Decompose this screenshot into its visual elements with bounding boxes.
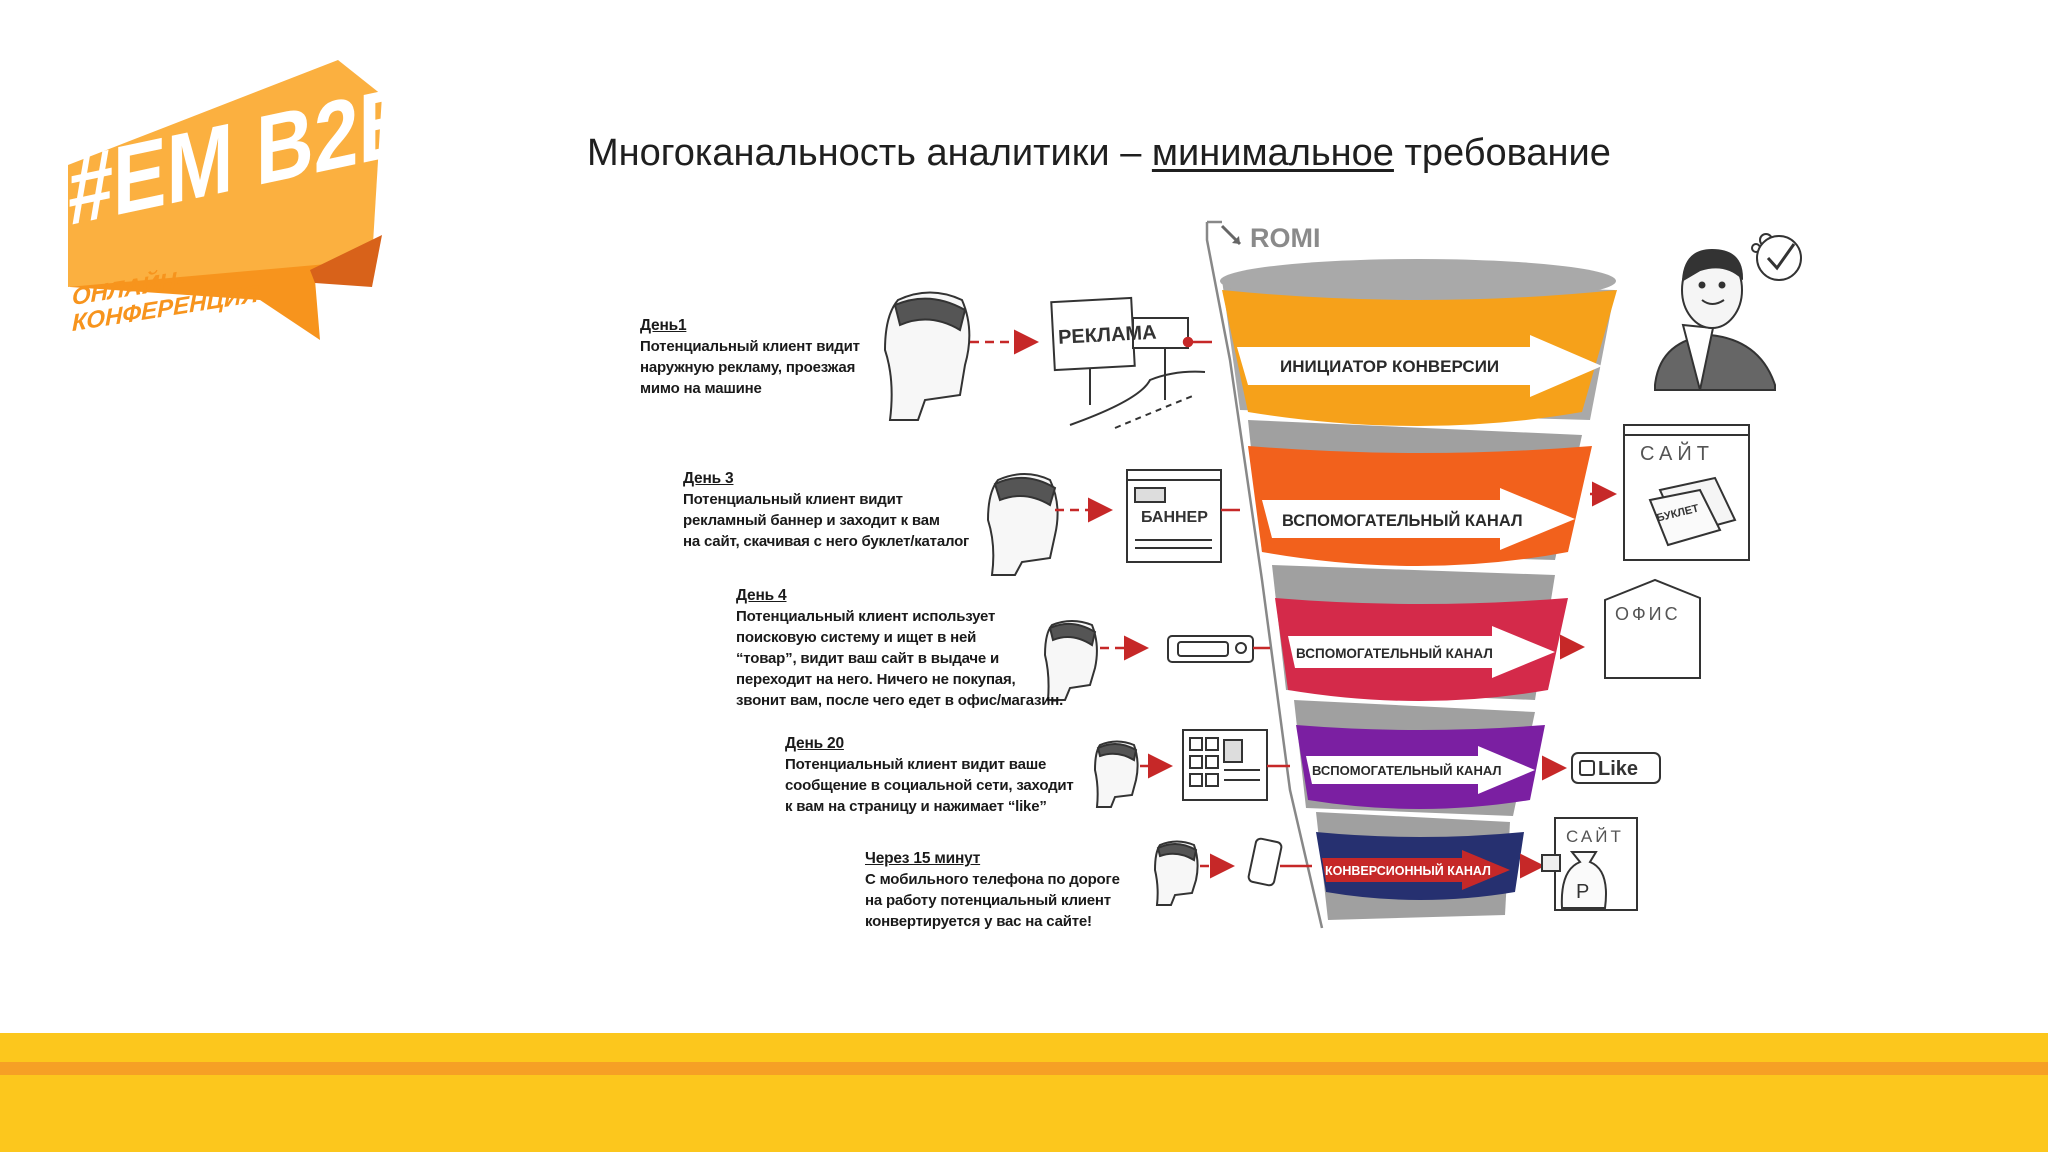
step-15min-title: Через 15 минут xyxy=(865,850,981,867)
banner-sketch: БАННЕР xyxy=(1126,469,1222,563)
funnel-layer-5-arrow xyxy=(1322,850,1510,890)
businessman-sketch xyxy=(1654,233,1802,391)
customer-sketches xyxy=(883,291,1199,906)
slide-title: Многоканальность аналитики – минимальное… xyxy=(587,132,1611,175)
funnel-layer-1-arrow xyxy=(1237,335,1602,397)
connector-dot-1 xyxy=(1182,336,1194,348)
ruble-text: Р xyxy=(1576,881,1589,903)
step-day3-title: День 3 xyxy=(683,470,734,487)
banner-text: БАННЕР xyxy=(1141,509,1208,526)
result-sketches: САЙТ БУКЛЕТ ОФИС Like САЙТ Р xyxy=(1541,233,1802,911)
step-day20-title: День 20 xyxy=(785,735,844,752)
funnel-layer-1-label: ИНИЦИАТОР КОНВЕРСИИ xyxy=(1280,357,1499,376)
social-sketch xyxy=(1182,729,1268,801)
customer-head-5 xyxy=(1153,840,1199,906)
em-b2b-logo: #EM B2B ОНЛАЙН- КОНФЕРЕНЦИЯ xyxy=(68,60,416,340)
step-15min-text: С мобильного телефона по дороге на работ… xyxy=(865,871,1120,930)
billboard-sketch: РЕКЛАМА xyxy=(1050,296,1206,429)
funnel-layer-4-arrow xyxy=(1306,746,1535,794)
logo-shape-front xyxy=(68,60,382,287)
step-day1-title: День1 xyxy=(640,317,687,334)
like-text: Like xyxy=(1598,758,1638,780)
step-day1: День1 Потенциальный клиент видит наружну… xyxy=(640,315,860,399)
dashed-arrows xyxy=(970,329,1235,879)
search-sketch xyxy=(1167,635,1254,663)
solid-arrows xyxy=(1182,336,1617,879)
step-day4: День 4 Потенциальный клиент использует п… xyxy=(736,585,1063,711)
site-money-sketch: САЙТ Р xyxy=(1541,817,1638,911)
like-sketch: Like xyxy=(1571,752,1661,784)
office-sketch: ОФИС xyxy=(1604,578,1701,679)
step-day20: День 20 Потенциальный клиент видит ваше … xyxy=(785,733,1074,817)
step-15min: Через 15 минут С мобильного телефона по … xyxy=(865,848,1120,932)
phone-sketch xyxy=(1247,837,1283,887)
site-text: САЙТ xyxy=(1640,441,1714,465)
source-sketches: РЕКЛАМА БАННЕР xyxy=(1050,296,1283,887)
site2-text: САЙТ xyxy=(1566,827,1624,846)
funnel-layer-4-label: ВСПОМОГАТЕЛЬНЫЙ КАНАЛ xyxy=(1312,763,1502,778)
funnel-layer-2-label: ВСПОМОГАТЕЛЬНЫЙ КАНАЛ xyxy=(1282,511,1523,530)
step-day3-text: Потенциальный клиент видит рекламный бан… xyxy=(683,491,970,550)
funnel-top xyxy=(1220,259,1616,303)
title-part-2: требование xyxy=(1393,132,1611,174)
step-day1-text: Потенциальный клиент видит наружную рекл… xyxy=(640,338,860,397)
customer-head-2 xyxy=(986,473,1059,576)
footer-bar-orange xyxy=(0,1062,2048,1075)
customer-head-1 xyxy=(883,291,971,421)
footer-bar-yellow xyxy=(0,1033,2048,1152)
funnel-layer-2-arrow xyxy=(1262,488,1575,550)
title-part-1: Многоканальность аналитики – xyxy=(587,132,1152,174)
customer-head-4 xyxy=(1093,740,1139,808)
billboard-text: РЕКЛАМА xyxy=(1058,322,1157,349)
romi-axis-line xyxy=(1205,222,1324,929)
step-day4-title: День 4 xyxy=(736,587,787,604)
office-text: ОФИС xyxy=(1615,604,1681,624)
site-sketch: САЙТ БУКЛЕТ xyxy=(1623,424,1750,561)
customer-head-3 xyxy=(1043,620,1098,701)
step-day4-text: Потенциальный клиент использует поискову… xyxy=(736,608,1064,709)
logo-fold xyxy=(310,235,382,287)
funnel-layer-3-label: ВСПОМОГАТЕЛЬНЫЙ КАНАЛ xyxy=(1296,646,1493,661)
title-underlined-word: минимальное xyxy=(1151,132,1394,174)
step-day3: День 3 Потенциальный клиент видит реклам… xyxy=(683,468,969,552)
romi-label: ROMI xyxy=(1250,223,1321,253)
funnel-layer-3-arrow xyxy=(1288,626,1555,678)
funnel-layer-5-label: КОНВЕРСИОННЫЙ КАНАЛ xyxy=(1325,863,1491,878)
step-day20-text: Потенциальный клиент видит ваше сообщени… xyxy=(785,756,1074,815)
